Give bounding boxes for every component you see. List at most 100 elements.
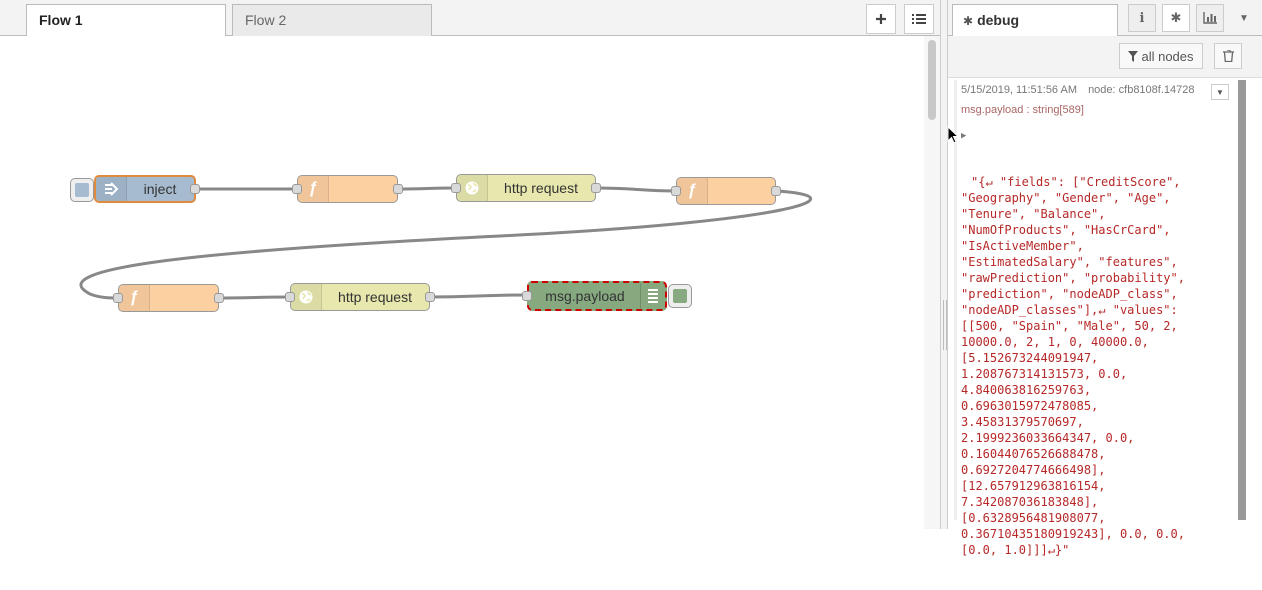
clear-messages-button[interactable]	[1214, 43, 1242, 69]
mouse-cursor-icon	[947, 126, 959, 144]
payload-line: 2.1999236033664347, 0.0,	[961, 431, 1135, 445]
http-request-node[interactable]: http request	[456, 174, 596, 202]
sidebar: ✱debug i ✱ ▼ all nodes 5/15/2019, 11:51:…	[948, 0, 1262, 557]
function-node[interactable]: ƒ	[118, 284, 219, 312]
tab-flow-2[interactable]: Flow 2	[232, 4, 432, 36]
payload-line: "EstimatedSalary", "features",	[961, 255, 1178, 269]
payload-line: 7.342087036183848],	[961, 495, 1099, 509]
input-port[interactable]	[522, 291, 532, 301]
flow-wires	[79, 186, 813, 300]
sidebar-scrollbar[interactable]	[1238, 80, 1246, 520]
payload-line: 10000.0, 2, 1, 0, 40000.0,	[961, 335, 1149, 349]
sidebar-splitter[interactable]	[940, 0, 948, 529]
debug-list-icon	[640, 283, 665, 309]
node-label	[328, 176, 397, 202]
payload-line: [0.6328956481908077,	[961, 511, 1106, 525]
input-port[interactable]	[671, 186, 681, 196]
debug-toggle-button[interactable]	[668, 284, 692, 308]
debug-node[interactable]: msg.payload	[527, 281, 667, 311]
message-node-id[interactable]: node: cfb8108f.14728	[1088, 84, 1195, 96]
inject-trigger-button[interactable]	[70, 178, 94, 202]
arrow-right-icon	[96, 177, 127, 201]
node-label	[149, 285, 218, 311]
function-node[interactable]: ƒ	[676, 177, 776, 205]
tab-debug[interactable]: ✱debug	[952, 4, 1118, 36]
bug-icon: ✱	[1170, 10, 1182, 25]
payload-line: "prediction", "nodeADP_class",	[961, 287, 1178, 301]
message-topic: msg.payload : string[589]	[961, 104, 1084, 116]
node-label: http request	[504, 180, 578, 196]
inject-trigger-swatch	[75, 183, 89, 197]
debug-tab-button[interactable]: ✱	[1162, 4, 1190, 32]
input-port[interactable]	[292, 184, 302, 194]
message-payload[interactable]: ▶ "{↵ "fields": ["CreditScore", "Geograph…	[961, 126, 1231, 590]
filter-icon	[1128, 50, 1139, 62]
flow-canvas[interactable]: inject ƒ http request ƒ ƒ http request	[0, 36, 924, 529]
caret-down-icon: ▼	[1239, 12, 1249, 24]
dashboard-tab-button[interactable]	[1196, 4, 1224, 32]
scrollbar-thumb[interactable]	[928, 40, 936, 120]
payload-line: [[500, "Spain", "Male", 50, 2,	[961, 319, 1178, 333]
filter-all-nodes-button[interactable]: all nodes	[1119, 43, 1203, 69]
add-flow-button[interactable]	[866, 4, 896, 34]
tab-label: Flow 2	[245, 12, 287, 28]
node-label	[707, 178, 775, 204]
trash-icon	[1222, 50, 1234, 62]
info-tab-button[interactable]: i	[1128, 4, 1156, 32]
inject-node[interactable]: inject	[94, 175, 196, 203]
output-port[interactable]	[190, 184, 200, 194]
input-port[interactable]	[285, 292, 295, 302]
globe-icon	[291, 284, 322, 310]
input-port[interactable]	[451, 183, 461, 193]
message-meta: 5/15/2019, 11:51:56 AM node: cfb8108f.14…	[961, 84, 1203, 96]
caret-down-icon: ▼	[1216, 87, 1224, 97]
output-port[interactable]	[214, 293, 224, 303]
filter-label: all nodes	[1141, 48, 1194, 64]
payload-line: "NumOfProducts", "HasCrCard",	[961, 223, 1171, 237]
sidebar-tabbar: ✱debug i ✱ ▼	[948, 0, 1262, 36]
debug-toggle-swatch	[673, 289, 687, 303]
payload-line: 0.36710435180919243], 0.0, 0.0,	[961, 527, 1185, 541]
http-request-node[interactable]: http request	[290, 283, 430, 311]
tab-flow-1[interactable]: Flow 1	[26, 4, 226, 37]
debug-message[interactable]: 5/15/2019, 11:51:56 AM node: cfb8108f.14…	[954, 80, 1241, 557]
tab-label: Flow 1	[39, 12, 83, 28]
payload-line: "{↵ "fields": ["CreditScore",	[971, 175, 1181, 189]
tab-label: debug	[977, 12, 1020, 28]
globe-icon	[457, 175, 488, 201]
payload-line: "nodeADP_classes"],↵ "values":	[961, 303, 1178, 317]
function-icon: ƒ	[677, 178, 708, 204]
sidebar-menu-button[interactable]: ▼	[1230, 4, 1258, 32]
expand-arrow-icon[interactable]: ▶	[961, 131, 967, 141]
canvas-scrollbar[interactable]	[924, 36, 940, 529]
function-icon: ƒ	[298, 176, 329, 202]
output-port[interactable]	[393, 184, 403, 194]
payload-line: "Geography", "Gender", "Age",	[961, 191, 1171, 205]
payload-line: [5.152673244091947,	[961, 351, 1099, 365]
bug-icon: ✱	[963, 14, 974, 28]
node-label: inject	[143, 181, 177, 197]
payload-line: 4.840063816259763,	[961, 383, 1092, 397]
input-port[interactable]	[113, 293, 123, 303]
message-options-button[interactable]: ▼	[1211, 84, 1229, 100]
wire	[429, 293, 528, 299]
debug-toolbar: all nodes	[948, 36, 1262, 78]
node-label: http request	[338, 289, 412, 305]
function-icon: ƒ	[119, 285, 150, 311]
payload-line: 1.208767314131573, 0.0,	[961, 367, 1128, 381]
output-port[interactable]	[591, 183, 601, 193]
workspace-tabbar: Flow 1 Flow 2	[0, 0, 940, 37]
splitter-grip[interactable]	[943, 300, 947, 350]
output-port[interactable]	[425, 292, 435, 302]
wire	[595, 186, 677, 193]
flow-list-button[interactable]	[904, 4, 934, 34]
payload-line: 0.6927204774666498],	[961, 463, 1106, 477]
payload-line: "rawPrediction", "probability",	[961, 271, 1185, 285]
function-node[interactable]: ƒ	[297, 175, 398, 203]
payload-line: 0.16044076526688478,	[961, 447, 1106, 461]
wire	[397, 186, 457, 191]
wire	[218, 295, 291, 300]
payload-line: 3.45831379570697,	[961, 415, 1084, 429]
payload-line: [12.657912963816154,	[961, 479, 1106, 493]
output-port[interactable]	[771, 186, 781, 196]
